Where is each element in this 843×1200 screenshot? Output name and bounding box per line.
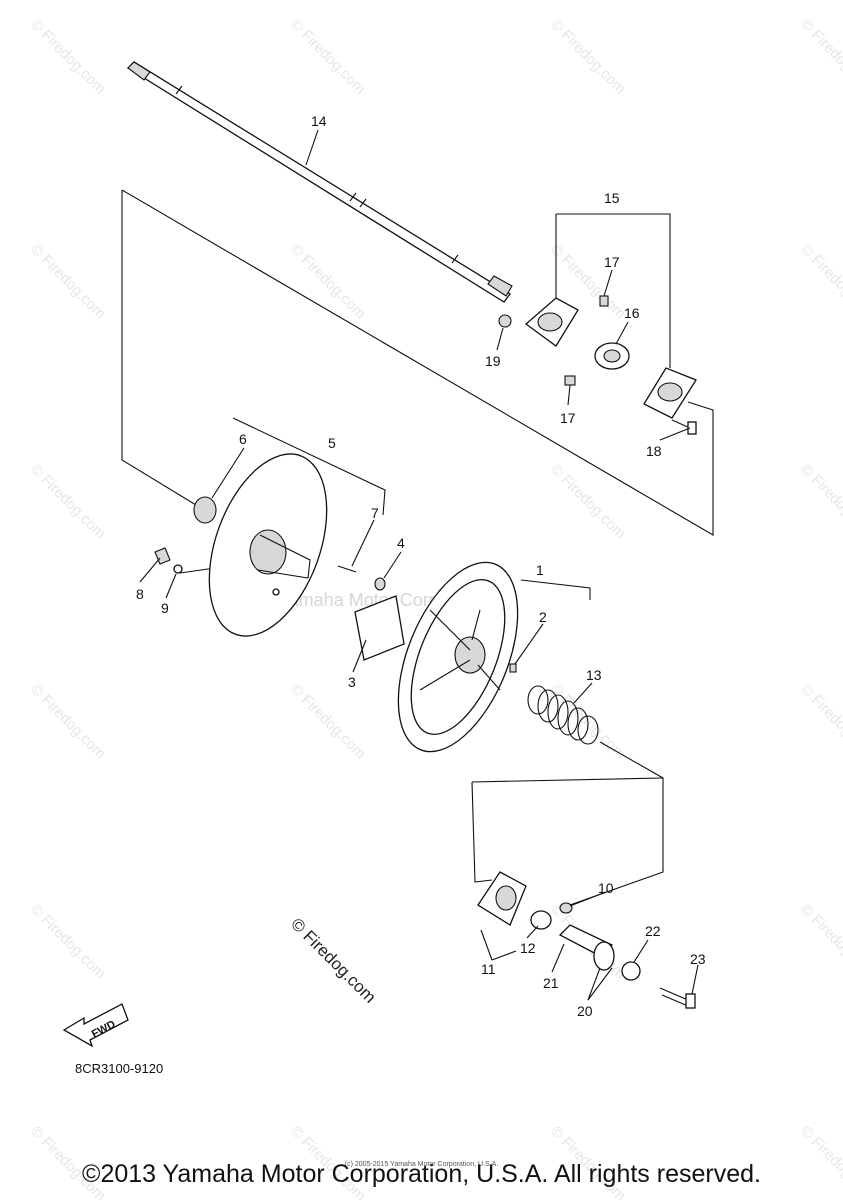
watermark: © Firedog.com — [27, 901, 109, 983]
bearing-housing-right — [643, 367, 697, 419]
watermark: © Firedog.com — [797, 241, 843, 323]
callout-13: 13 — [586, 667, 602, 683]
watermark: © Firedog.com — [547, 461, 629, 543]
callout-17-lower: 17 — [560, 410, 576, 426]
callout-16: 16 — [624, 305, 640, 321]
callout-14: 14 — [311, 113, 327, 129]
watermark: © Firedog.com — [27, 16, 109, 98]
nut-10 — [559, 902, 573, 914]
callout-22: 22 — [645, 923, 661, 939]
watermark: © Firedog.com — [797, 16, 843, 98]
movable-sheave — [397, 561, 519, 753]
callout-10: 10 — [598, 880, 614, 896]
callout-labels: 1 2 3 4 5 6 7 8 9 10 11 12 13 14 15 16 1… — [136, 113, 706, 1019]
spring — [527, 685, 599, 745]
copyright-footer: ©2013 Yamaha Motor Corporation, U.S.A. A… — [82, 1160, 761, 1188]
callout-4: 4 — [397, 535, 405, 551]
callout-2: 2 — [539, 609, 547, 625]
set-screw-lower — [564, 375, 576, 386]
watermark: © Firedog.com — [797, 681, 843, 763]
callout-5: 5 — [328, 435, 336, 451]
watermark: © Firedog.com — [27, 681, 109, 763]
cap-20 — [593, 941, 615, 971]
callout-21: 21 — [543, 975, 559, 991]
figure-code: 8CR3100-9120 — [75, 1061, 163, 1076]
set-screw-upper — [599, 295, 609, 307]
callout-23: 23 — [690, 951, 706, 967]
assembly-brackets — [121, 189, 714, 906]
callout-17-upper: 17 — [604, 254, 620, 270]
firedog-watermark: © Firedog.com — [287, 914, 379, 1006]
callout-1: 1 — [536, 562, 544, 578]
bearing-housing-left — [524, 297, 579, 347]
callout-18: 18 — [646, 443, 662, 459]
watermark: © Firedog.com — [287, 681, 369, 763]
washer-22 — [621, 961, 641, 981]
callout-7: 7 — [371, 505, 379, 521]
nut — [498, 314, 512, 328]
callout-leaders — [139, 129, 699, 1001]
copyright-small-print: (c) 2005-2015 Yamaha Motor Corporation, … — [344, 1161, 499, 1168]
callout-8: 8 — [136, 586, 144, 602]
callout-3: 3 — [348, 674, 356, 690]
drive-shaft — [126, 61, 513, 303]
spring-seat — [477, 871, 527, 926]
screw-4 — [374, 577, 386, 591]
bearing — [594, 342, 630, 370]
callout-9: 9 — [161, 600, 169, 616]
watermark: © Firedog.com — [797, 901, 843, 983]
callout-20: 20 — [577, 1003, 593, 1019]
callout-15: 15 — [604, 190, 620, 206]
watermark: © Firedog.com — [797, 461, 843, 543]
pin-2 — [509, 663, 517, 673]
watermark: © Firedog.com — [27, 461, 109, 543]
callout-19: 19 — [485, 353, 501, 369]
watermark: © Firedog.com — [547, 16, 629, 98]
cover-plate — [354, 595, 405, 661]
watermark: © Firedog.com — [27, 241, 109, 323]
bolt-23 — [659, 987, 696, 1009]
washer-9 — [173, 564, 183, 574]
callout-12: 12 — [520, 940, 536, 956]
bushing-12 — [530, 910, 552, 930]
bolt-18 — [671, 419, 697, 435]
spacer-collar — [193, 496, 217, 524]
forward-arrow-icon: FWD — [62, 1003, 129, 1048]
fixed-sheave — [208, 453, 328, 637]
watermark: © Firedog.com — [287, 16, 369, 98]
callout-6: 6 — [239, 431, 247, 447]
stud-7 — [337, 565, 357, 573]
callout-11: 11 — [481, 961, 496, 977]
